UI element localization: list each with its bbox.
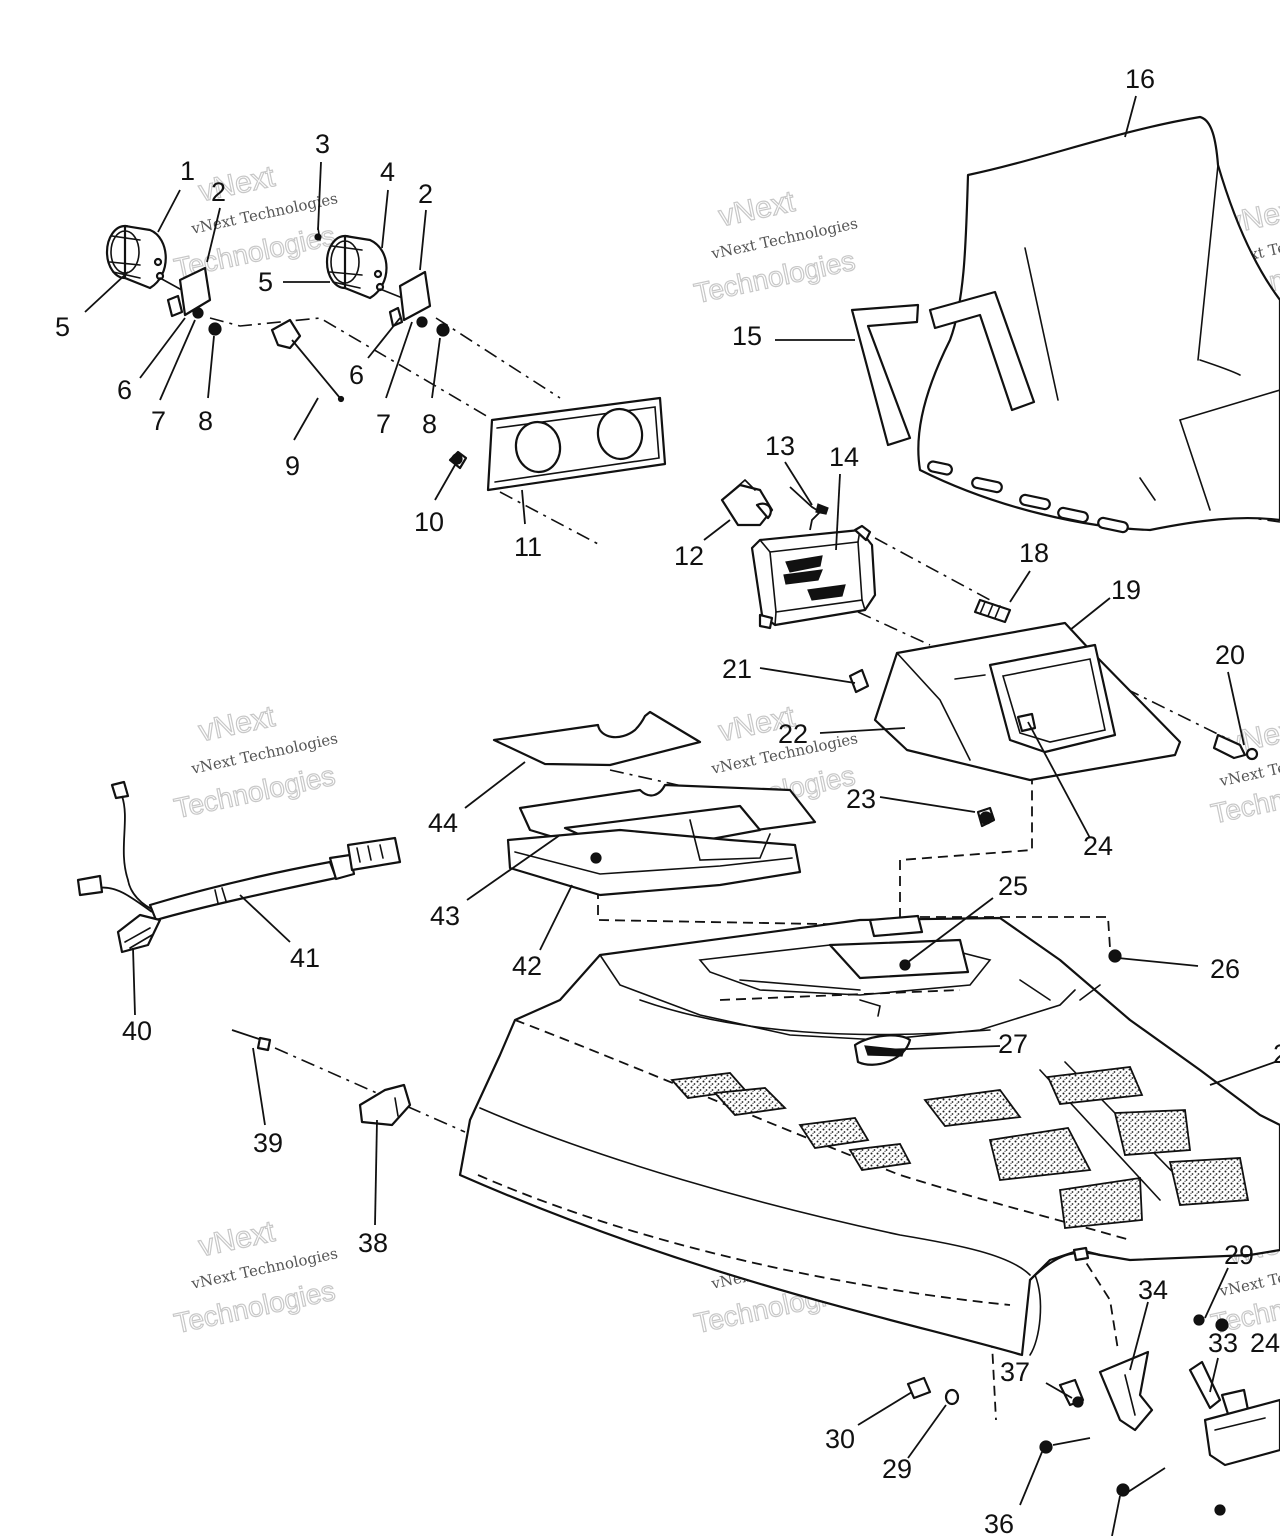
headlight-bulb (720, 479, 774, 527)
watermark-bottom-left: vNext vNext Technologies Technologies (171, 1214, 340, 1339)
callout-13: 13 (765, 431, 795, 461)
callout-10: 10 (414, 507, 444, 537)
callout-26: 26 (1210, 954, 1240, 984)
callout-8-left: 8 (198, 406, 213, 436)
callout-40: 40 (122, 1016, 152, 1046)
watermark-top-middle: vNext vNext Technologies Technologies (691, 184, 860, 309)
svg-text:vNext: vNext (196, 160, 279, 208)
watermark-mid-left: vNext vNext Technologies Technologies (171, 699, 340, 824)
callout-25: 25 (998, 871, 1028, 901)
callout-9: 9 (285, 451, 300, 481)
svg-text:vNext: vNext (196, 1215, 279, 1263)
callout-6-right: 6 (349, 360, 364, 390)
callout-16: 16 (1125, 64, 1155, 94)
leader-lines (84, 95, 1276, 1536)
callout-23: 23 (846, 784, 876, 814)
hood-hardware (868, 914, 1122, 1262)
trip-knob (270, 318, 345, 403)
callout-5-right: 5 (258, 267, 273, 297)
hood-latch (906, 1314, 1280, 1516)
callout-39: 39 (253, 1128, 283, 1158)
callout-8-right: 8 (422, 409, 437, 439)
headlight-wire (789, 486, 829, 531)
gauge-bezel-plate (448, 396, 667, 492)
svg-text:vNext: vNext (716, 185, 799, 233)
dash-panel-parts (492, 710, 817, 897)
callout-36: 36 (984, 1509, 1014, 1536)
callout-24-lower: 24 (1250, 1328, 1280, 1358)
callout-28-partial: 2 (1273, 1039, 1280, 1069)
callout-29-right: 29 (1224, 1240, 1254, 1270)
headlight-pod (848, 598, 1259, 828)
callout-30: 30 (825, 1424, 855, 1454)
callout-12: 12 (674, 541, 704, 571)
callout-43: 43 (430, 901, 460, 931)
windshield-vent-slots (927, 460, 1129, 534)
callout-18: 18 (1019, 538, 1049, 568)
callout-labels: 1 2 3 4 2 5 5 6 6 7 8 7 8 9 10 11 12 13 … (55, 64, 1280, 1536)
callout-44: 44 (428, 808, 458, 838)
callout-11: 11 (514, 532, 542, 562)
callout-5-left: 5 (55, 312, 70, 342)
callout-1: 1 (180, 156, 195, 186)
callout-22: 22 (778, 719, 808, 749)
callout-2-right: 2 (418, 179, 433, 209)
callout-33: 33 (1208, 1328, 1238, 1358)
callout-19: 19 (1111, 575, 1141, 605)
callout-41: 41 (290, 943, 320, 973)
callout-29-left: 29 (882, 1454, 912, 1484)
hood (458, 916, 1280, 1357)
callout-34: 34 (1138, 1275, 1168, 1305)
hood-vents (670, 1066, 1250, 1229)
callout-21: 21 (722, 654, 752, 684)
callout-38: 38 (358, 1228, 388, 1258)
callout-14: 14 (829, 442, 859, 472)
callout-4: 4 (380, 157, 395, 187)
windshield (850, 115, 1280, 534)
watermark-right-mid: vNext vNext Technologies Technologies (1208, 712, 1280, 830)
callout-6-left: 6 (117, 375, 132, 405)
gauge-left (105, 224, 222, 336)
callout-24-upper: 24 (1083, 831, 1113, 861)
callout-42: 42 (512, 951, 542, 981)
wire-harness (76, 780, 402, 954)
callout-37: 37 (1000, 1357, 1030, 1387)
gauge-right (314, 227, 450, 337)
callout-7-left: 7 (151, 406, 166, 436)
hood-hinge (231, 1029, 412, 1127)
callout-7-right: 7 (376, 409, 391, 439)
headlight-housing (750, 524, 877, 630)
callout-2-left: 2 (211, 177, 226, 207)
callout-20: 20 (1215, 640, 1245, 670)
svg-text:vNext: vNext (196, 700, 279, 748)
callout-15: 15 (732, 321, 762, 351)
callout-3: 3 (315, 129, 330, 159)
callout-27: 27 (998, 1029, 1028, 1059)
